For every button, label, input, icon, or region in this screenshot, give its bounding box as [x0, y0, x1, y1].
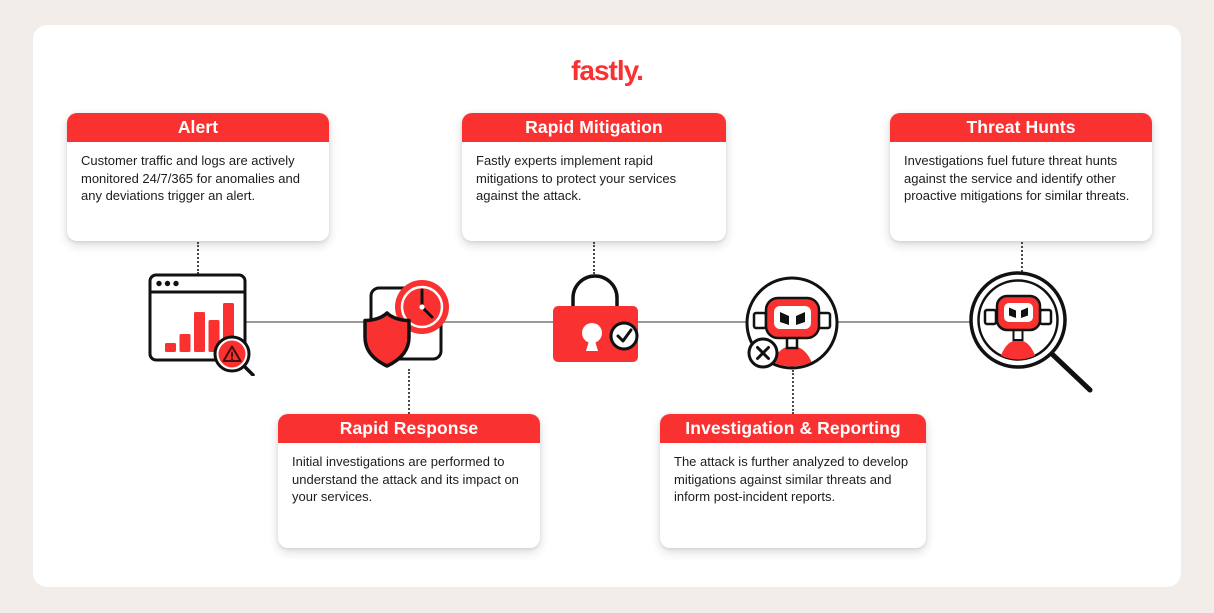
robot-magnifier-icon: [968, 268, 1098, 393]
card-rapid-response: Rapid Response Initial investigations ar…: [278, 414, 540, 548]
card-rapid-mitigation-description: Fastly experts implement rapid mitigatio…: [476, 153, 677, 204]
card-rapid-response-description: Initial investigations are performed to …: [292, 454, 519, 505]
card-threat-hunts-title: Threat Hunts: [890, 113, 1152, 142]
card-threat-hunts-description: Investigations fuel future threat hunts …: [904, 153, 1130, 204]
card-alert: Alert Customer traffic and logs are acti…: [67, 113, 329, 241]
connector-rapid-mitigation: [593, 242, 595, 274]
connector-rapid-response: [408, 369, 410, 414]
card-investigation-reporting-title: Investigation & Reporting: [660, 414, 926, 443]
card-rapid-response-title: Rapid Response: [278, 414, 540, 443]
card-rapid-mitigation-title: Rapid Mitigation: [462, 113, 726, 142]
fastly-logo: fastly.: [571, 55, 644, 86]
card-alert-description: Customer traffic and logs are actively m…: [81, 153, 300, 204]
connector-threat-hunts: [1021, 242, 1023, 272]
connector-alert: [197, 242, 199, 274]
browser-traffic-alert-icon: [148, 270, 256, 376]
shield-clock-icon: [355, 275, 460, 375]
card-investigation-reporting: Investigation & Reporting The attack is …: [660, 414, 926, 548]
lock-check-icon: [548, 270, 643, 368]
card-rapid-mitigation: Rapid Mitigation Fastly experts implemen…: [462, 113, 726, 241]
card-threat-hunts: Threat Hunts Investigations fuel future …: [890, 113, 1152, 241]
connector-investigation: [792, 370, 794, 414]
card-alert-title: Alert: [67, 113, 329, 142]
card-investigation-reporting-description: The attack is further analyzed to develo…: [674, 454, 909, 505]
robot-x-icon: [745, 276, 845, 376]
